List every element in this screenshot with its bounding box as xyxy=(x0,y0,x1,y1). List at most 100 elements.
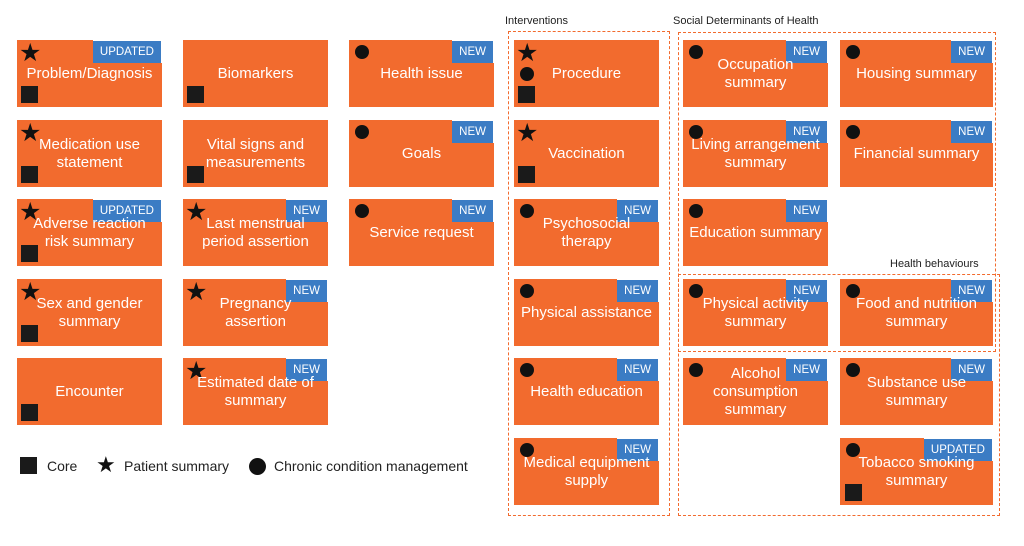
card-occupation[interactable]: NEW Occupation summary xyxy=(683,40,828,107)
square-icon xyxy=(187,86,204,103)
card-tobacco[interactable]: UPDATED Tobacco smoking summary xyxy=(840,438,993,505)
card-medication-use[interactable]: ★ Medication use statement xyxy=(17,120,162,187)
card-psychosocial[interactable]: NEW Psychosocial therapy xyxy=(514,199,659,266)
new-badge: NEW xyxy=(951,120,993,143)
card-label: Alcohol consumption summary xyxy=(712,364,799,418)
interventions-group-box xyxy=(508,31,670,516)
card-label: Living arrangement summary xyxy=(691,135,820,171)
circle-icon xyxy=(689,284,703,298)
card-label: Encounter xyxy=(55,382,124,400)
card-label: Vital signs and measurements xyxy=(205,135,306,171)
circle-icon xyxy=(520,443,534,457)
square-icon xyxy=(21,404,38,421)
new-badge: NEW xyxy=(786,358,828,381)
star-icon: ★ xyxy=(185,197,208,226)
legend-chronic-circle-icon xyxy=(249,458,266,475)
card-service-request[interactable]: NEW Service request xyxy=(349,199,494,266)
square-icon xyxy=(21,245,38,262)
card-label: Medication use statement xyxy=(39,135,140,171)
card-pregnancy[interactable]: ★ NEW Pregnancy assertion xyxy=(183,279,328,346)
new-badge: NEW xyxy=(786,279,828,302)
square-icon xyxy=(21,325,38,342)
star-icon: ★ xyxy=(19,197,42,226)
card-last-menstrual[interactable]: ★ NEW Last menstrual period assertion xyxy=(183,199,328,266)
card-housing[interactable]: NEW Housing summary xyxy=(840,40,993,107)
circle-icon xyxy=(355,125,369,139)
card-medical-equipment[interactable]: NEW Medical equipment supply xyxy=(514,438,659,505)
star-icon: ★ xyxy=(19,118,42,147)
star-icon: ★ xyxy=(19,277,42,306)
card-health-education[interactable]: NEW Health education xyxy=(514,358,659,425)
card-label: Service request xyxy=(369,223,474,241)
card-vital-signs[interactable]: Vital signs and measurements xyxy=(183,120,328,187)
card-adverse-reaction[interactable]: ★ UPDATED Adverse reaction risk summary xyxy=(17,199,162,266)
interventions-group-title: Interventions xyxy=(505,15,568,27)
card-health-issue[interactable]: NEW Health issue xyxy=(349,40,494,107)
card-substance-use[interactable]: NEW Substance use summary xyxy=(840,358,993,425)
card-label: Financial summary xyxy=(853,144,980,162)
new-badge: NEW xyxy=(452,40,494,63)
new-badge: NEW xyxy=(617,279,659,302)
updated-badge: UPDATED xyxy=(92,40,162,63)
card-estimated-date[interactable]: ★ NEW Estimated date of summary xyxy=(183,358,328,425)
card-label: Education summary xyxy=(689,223,822,241)
new-badge: NEW xyxy=(951,40,993,63)
sdoh-group-title: Social Determinants of Health xyxy=(673,15,819,27)
card-education[interactable]: NEW Education summary xyxy=(683,199,828,266)
card-financial[interactable]: NEW Financial summary xyxy=(840,120,993,187)
card-label: Physical activity summary xyxy=(702,294,809,330)
circle-icon xyxy=(520,204,534,218)
card-food-nutrition[interactable]: NEW Food and nutrition summary xyxy=(840,279,993,346)
card-problem-diagnosis[interactable]: ★ UPDATED Problem/Diagnosis xyxy=(17,40,162,107)
card-label: Housing summary xyxy=(856,64,977,82)
circle-icon xyxy=(520,67,534,81)
card-label: Health issue xyxy=(380,64,463,82)
card-living-arrangement[interactable]: NEW Living arrangement summary xyxy=(683,120,828,187)
legend-chronic-label: Chronic condition management xyxy=(274,458,468,474)
card-label: Goals xyxy=(401,144,442,162)
sdoh-group-box xyxy=(678,32,996,352)
card-biomarkers[interactable]: Biomarkers xyxy=(183,40,328,107)
new-badge: NEW xyxy=(951,279,993,302)
star-icon: ★ xyxy=(19,38,42,67)
card-label: Physical assistance xyxy=(521,303,652,321)
circle-icon xyxy=(689,45,703,59)
star-icon: ★ xyxy=(516,118,539,147)
card-label: Vaccination xyxy=(548,144,625,162)
circle-icon xyxy=(846,125,860,139)
square-icon xyxy=(187,166,204,183)
card-label: Substance use summary xyxy=(866,373,967,409)
card-sex-gender[interactable]: ★ Sex and gender summary xyxy=(17,279,162,346)
card-label: Food and nutrition summary xyxy=(856,294,977,330)
card-goals[interactable]: NEW Goals xyxy=(349,120,494,187)
health-behaviours-group-title: Health behaviours xyxy=(890,258,979,270)
square-icon xyxy=(21,166,38,183)
new-badge: NEW xyxy=(617,438,659,461)
card-physical-assistance[interactable]: NEW Physical assistance xyxy=(514,279,659,346)
card-physical-activity[interactable]: NEW Physical activity summary xyxy=(683,279,828,346)
new-badge: NEW xyxy=(286,358,328,381)
new-badge: NEW xyxy=(786,40,828,63)
star-icon: ★ xyxy=(516,38,539,67)
new-badge: NEW xyxy=(452,120,494,143)
new-badge: NEW xyxy=(786,120,828,143)
card-procedure[interactable]: ★ Procedure xyxy=(514,40,659,107)
card-vaccination[interactable]: ★ Vaccination xyxy=(514,120,659,187)
card-label: Biomarkers xyxy=(217,64,294,82)
health-behaviours-group-box xyxy=(678,274,1000,516)
new-badge: NEW xyxy=(951,358,993,381)
updated-badge: UPDATED xyxy=(923,438,993,461)
new-badge: NEW xyxy=(617,358,659,381)
circle-icon xyxy=(355,204,369,218)
card-label: Problem/Diagnosis xyxy=(26,64,153,82)
new-badge: NEW xyxy=(452,199,494,222)
card-encounter[interactable]: Encounter xyxy=(17,358,162,425)
square-icon xyxy=(518,166,535,183)
legend-core-square-icon xyxy=(20,457,37,474)
card-label: Adverse reaction risk summary xyxy=(33,214,146,250)
card-alcohol[interactable]: NEW Alcohol consumption summary xyxy=(683,358,828,425)
circle-icon xyxy=(689,363,703,377)
new-badge: NEW xyxy=(286,199,328,222)
star-icon: ★ xyxy=(185,277,208,306)
card-label: Tobacco smoking summary xyxy=(858,453,975,489)
